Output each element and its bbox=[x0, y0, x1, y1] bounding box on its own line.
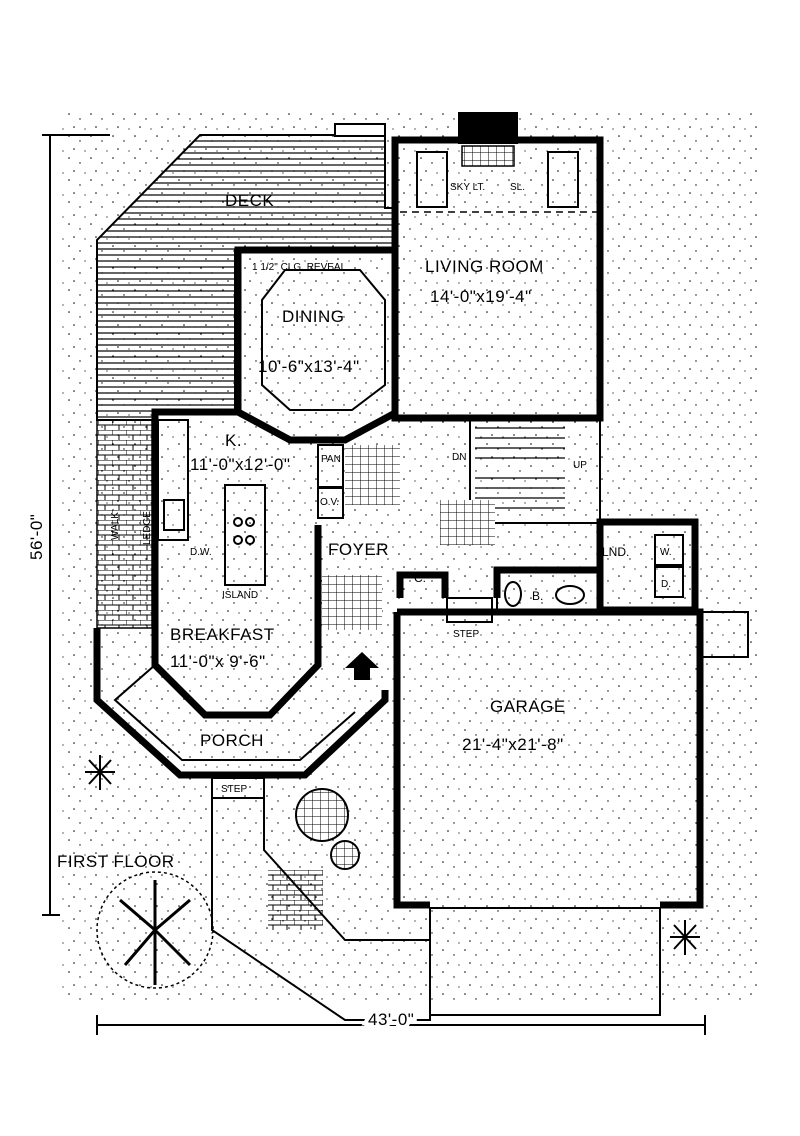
walk-pavers bbox=[96, 419, 153, 629]
garage-step bbox=[446, 597, 493, 623]
sink bbox=[163, 499, 185, 531]
entry-tile bbox=[322, 575, 382, 630]
breakfast-label: BREAKFAST bbox=[170, 625, 275, 644]
dining-label: DINING bbox=[282, 307, 345, 326]
depth-dimension bbox=[42, 134, 110, 916]
skylight-side-label: SL. bbox=[510, 182, 525, 193]
fireplace bbox=[458, 112, 518, 144]
closet-label: C. bbox=[414, 571, 426, 585]
foyer-label: FOYER bbox=[328, 540, 389, 559]
living-room-size: 14'-0"x19'-4" bbox=[430, 287, 532, 306]
garage-step-label: STEP bbox=[453, 629, 479, 640]
breakfast-size: 11'-0"x 9'-6" bbox=[170, 652, 266, 671]
deck-post bbox=[334, 123, 386, 137]
dryer-box bbox=[654, 566, 684, 598]
cooktop bbox=[233, 517, 255, 545]
garage-walls bbox=[393, 608, 704, 909]
laundry-label: LND. bbox=[602, 545, 629, 559]
stair-landing-tile bbox=[440, 500, 495, 545]
garage-label: GARAGE bbox=[490, 697, 566, 716]
walk-label: WALK bbox=[110, 512, 121, 540]
porch-outline bbox=[93, 628, 389, 779]
dining-size: 10'-6"x13'-4" bbox=[258, 357, 360, 376]
tree-icon bbox=[96, 871, 214, 989]
bath-label: B. bbox=[532, 589, 543, 603]
plan-title: FIRST FLOOR bbox=[57, 852, 175, 871]
ceiling-note: 1 1/2" CLG. REVEAL bbox=[252, 262, 347, 273]
island-label: ISLAND bbox=[222, 590, 258, 601]
kitchen-walls bbox=[151, 408, 322, 719]
garage-size: 21'-4"x21'-8" bbox=[462, 735, 564, 754]
dining-reveal bbox=[261, 269, 386, 411]
washer-label: W. bbox=[660, 547, 672, 558]
skylight-label: SKY LT. bbox=[450, 182, 485, 193]
width-dimension-label: 43'-0" bbox=[368, 1010, 414, 1029]
foyer-tile bbox=[345, 445, 400, 505]
oven-label: O.V. bbox=[320, 497, 339, 508]
stair-walls bbox=[469, 417, 601, 524]
dining-bay bbox=[344, 411, 398, 441]
kitchen-size: 11'-0"x12'-0" bbox=[190, 455, 290, 474]
deck-label: DECK bbox=[225, 191, 274, 210]
stairs-down-label: DN bbox=[452, 452, 466, 463]
dining-walls bbox=[234, 246, 399, 444]
porch-label: PORCH bbox=[200, 731, 264, 750]
shrub-icon bbox=[295, 788, 360, 870]
porch-step-label: STEP bbox=[221, 784, 247, 795]
lavatory bbox=[504, 581, 522, 607]
porch-inner bbox=[113, 664, 356, 761]
island-counter bbox=[224, 484, 266, 586]
stairs-up-label: UP bbox=[573, 460, 587, 471]
porch-step bbox=[211, 777, 265, 799]
skylight-right bbox=[547, 151, 579, 208]
plant-icon bbox=[85, 755, 700, 955]
oven bbox=[317, 487, 344, 519]
dryer-label: D. bbox=[661, 579, 671, 590]
dishwasher-label: D.W. bbox=[190, 547, 212, 558]
toilet bbox=[555, 585, 585, 605]
front-walk bbox=[211, 798, 431, 1021]
fireplace-hearth bbox=[461, 145, 515, 167]
pantry-label: PAN bbox=[321, 454, 341, 465]
walk-pavers-front bbox=[268, 870, 323, 930]
kitchen-counter bbox=[157, 419, 189, 541]
kitchen-label: K. bbox=[225, 431, 242, 450]
ledge-label: LEDGE bbox=[142, 511, 153, 545]
depth-dimension-label: 56'-0" bbox=[27, 514, 46, 560]
width-dimension bbox=[96, 1015, 706, 1035]
washer-box bbox=[654, 534, 684, 566]
living-room-label: LIVING ROOM bbox=[425, 257, 544, 276]
skylight-left bbox=[416, 151, 448, 208]
entry-arrow-icon bbox=[345, 652, 379, 680]
